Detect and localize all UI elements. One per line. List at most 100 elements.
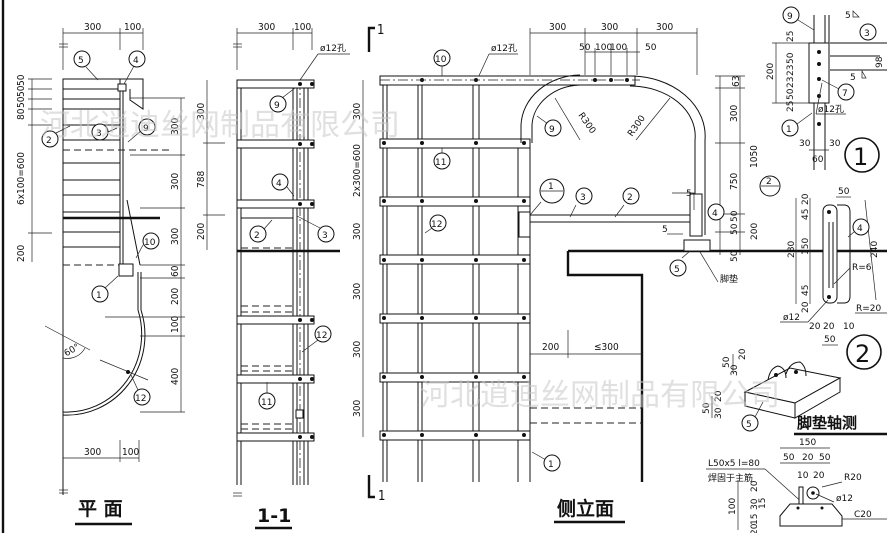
detail-ref-2-label: 2 [766,177,772,187]
callout-4: 4 [133,56,139,66]
plan-dim-right: 300 [170,228,181,245]
pad-dim: 30 [750,498,760,510]
section-1-1-title: 1-1 [257,505,291,527]
callout-5: 5 [746,420,752,430]
side-elevation-view: 1 1 ø12孔 300 2x300=600 300 300 300 300 [352,22,887,524]
elev-dim-right: 63 [731,76,742,87]
detail2-dim: 20 [809,322,821,332]
axo-dim: 20 [738,348,748,360]
detail1-dim: 30 [829,139,841,149]
axo-dim: 20 [714,390,724,402]
detail1-dim-200: 200 [766,63,776,80]
concrete-grade-label: C20 [854,510,872,520]
callout-9: 9 [274,101,280,111]
pad-dim: 15 [758,498,768,509]
pad-dim: 50 [783,453,795,463]
watermark: 河北逍迪丝网制品有限公司 [40,108,400,143]
elev-dim-bottom: ≤300 [594,342,619,353]
pad-dim: 15 [750,514,760,525]
callout-12: 12 [135,394,146,404]
weld-note: 焊固于主筋 [708,472,753,484]
radius-label: R300 [576,111,598,136]
weld-label: 5 [850,73,856,83]
callout-3: 3 [580,193,586,203]
detail1-dim: 50 [786,88,796,100]
section-dim-100: 100 [294,22,311,33]
weld-label: 5 [686,189,692,199]
pad-dim: 20 [802,453,814,463]
elev-dim-top: 300 [656,22,673,33]
hole-label: ø12孔 [491,43,517,54]
pad-dim: 50 [819,453,831,463]
radius-label: R=6 [852,263,872,273]
elev-dim-sub: 50 [579,43,591,53]
elev-dim-left: 300 [352,400,363,417]
callout-3: 3 [864,29,870,39]
callout-4: 4 [276,179,282,189]
elev-dim-right: 200 [750,223,760,240]
plan-dim-bottom-300: 300 [84,447,101,458]
callout-7: 7 [842,89,848,99]
detail2-dim-280: 280 [787,241,797,258]
plan-dim-right: 300 [170,118,181,135]
elev-dim-right: 750 [729,173,740,190]
detail1-dim: 50 [786,52,796,64]
detail1-dim: 25 [786,101,796,112]
elev-dim-top: 300 [601,22,618,33]
callout-10: 10 [144,238,156,248]
detail-ref-1-label: 1 [548,182,554,192]
detail1-dim: 30 [799,139,811,149]
detail-2-number: 2 [855,340,870,368]
detail2-dim: 20 [823,322,835,332]
pad-dim: 20 [750,523,760,533]
callout-1: 1 [786,125,792,135]
plan-dim-right: 400 [170,368,181,385]
callout-2: 2 [46,136,52,146]
elev-dim-left: 300 [352,283,363,300]
callout-5: 5 [674,265,680,275]
plan-view-title: 平 面 [78,498,123,520]
plan-dim-left: 80 [16,108,27,120]
plan-angle-60: 60° [63,342,82,359]
section-dim-left: 200 [196,223,207,240]
hole-label: ø12孔 [320,43,346,54]
pad-dim: 20 [750,480,760,492]
plan-dim-right: 300 [170,173,181,190]
detail2-dim: 45 [801,285,811,296]
detail2-dim: 50 [824,335,836,345]
callout-2: 2 [627,193,633,203]
callout-5: 5 [78,56,84,66]
section-dim-300: 300 [258,22,275,33]
detail1-dim-98: 98 [875,56,885,68]
section-mark-top: 1 [377,23,384,38]
detail2-dim: 150 [801,238,811,255]
axo-dim: 30 [730,364,740,376]
plan-dim-left: 200 [16,245,27,262]
foot-pad-section: 150 50 20 50 10 20 L50x5 l=80 焊固于主筋 100 … [706,438,887,533]
detail2-dim-240: 240 [870,241,880,258]
foot-pad-axo-title: 脚垫轴测 [797,414,857,432]
callout-1: 1 [96,291,102,301]
callout-12: 12 [431,220,442,230]
detail1-dim: 60 [812,155,824,165]
callout-1: 1 [548,460,554,470]
elev-dim-right: 1050 [749,145,760,168]
plan-dim-left: 50 [16,85,27,97]
elev-dim-left: 300 [352,223,363,240]
detail1-dim: 25 [786,31,796,42]
callout-11: 11 [261,398,272,408]
elev-dim-bottom: 200 [542,342,559,353]
section-dim-left: 300 [196,103,207,120]
detail2-dim: 10 [843,322,855,332]
callout-11: 11 [435,158,446,168]
plan-dim-top-300: 300 [84,22,101,33]
callout-3: 3 [96,129,102,139]
detail-1: 200 25 50 23 23 50 25 98 30 30 60 5 5 ø1… [766,6,887,173]
plan-view: 300 100 50 50 80 50 6x100=600 200 [16,22,185,526]
elev-dim-sub: 100 [595,43,612,53]
elev-dim-right: 50 [730,210,740,222]
pad-dim-100: 100 [728,498,738,515]
detail2-dim: 20 [801,301,811,313]
hole-label: ø12 [783,313,800,323]
callout-10: 10 [435,55,447,65]
